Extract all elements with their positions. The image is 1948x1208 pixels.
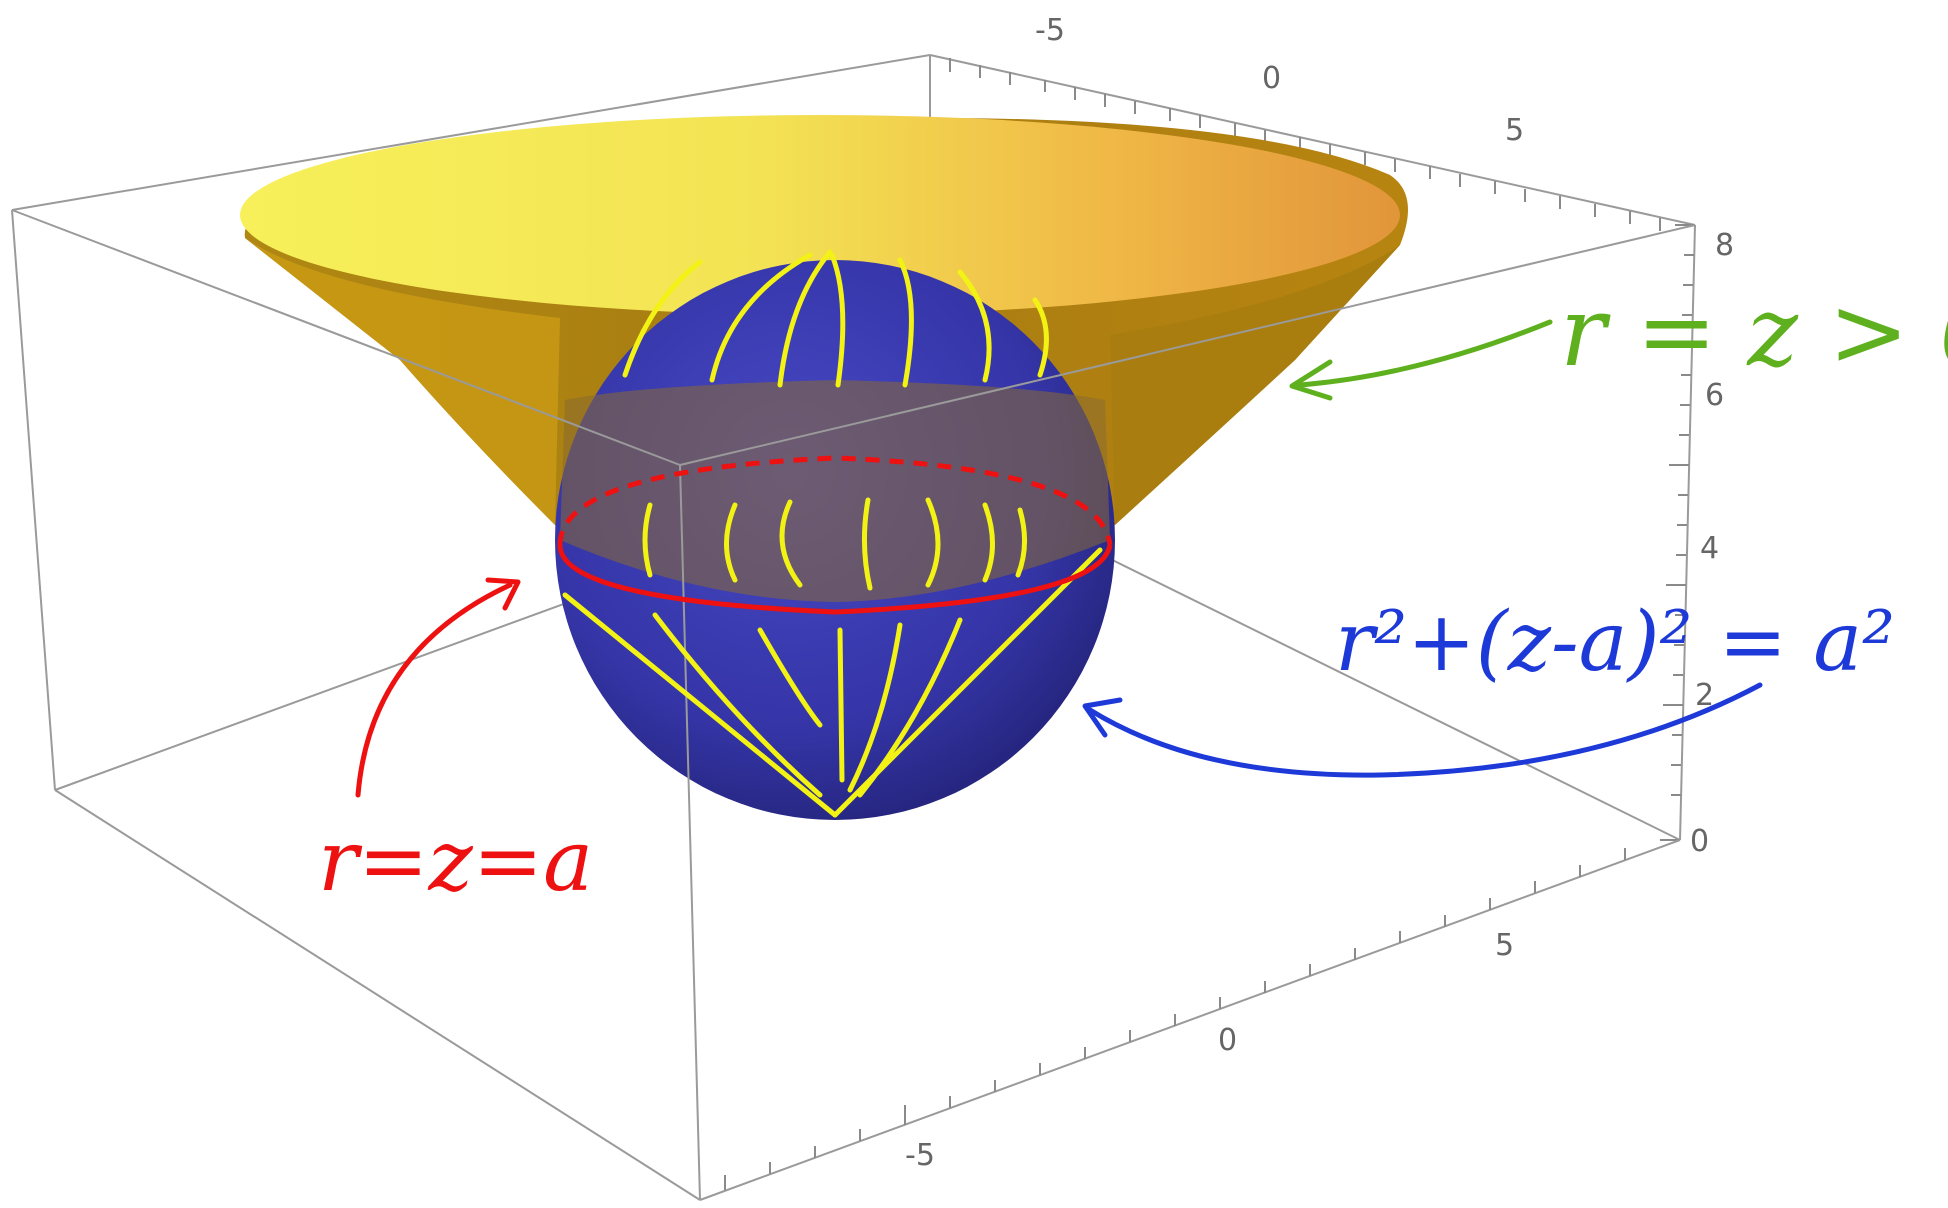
sphere-equation: r²+(z-a)² = a² (1335, 595, 1895, 690)
front-axis-ticks (724, 848, 1626, 1190)
back-tick-label: 5 (1505, 113, 1524, 148)
z-tick-label: 6 (1705, 378, 1724, 413)
intersection-arrow (355, 582, 513, 798)
back-tick-label: -5 (1035, 13, 1065, 48)
cone-annotation: r = z > 0 (1289, 276, 1948, 401)
intersection-annotation: r=z=a (318, 577, 593, 910)
front-tick-label: -5 (905, 1138, 935, 1173)
sphere-surface (555, 260, 1115, 820)
z-axis (1660, 224, 1696, 841)
front-tick-label: 5 (1495, 928, 1514, 963)
z-tick-label: 2 (1695, 678, 1714, 713)
z-tick-label: 8 (1715, 228, 1734, 263)
intersection-equation: r=z=a (318, 812, 593, 910)
back-axis-ticks (949, 58, 1661, 231)
cone-equation: r = z > 0 (1560, 276, 1948, 388)
meridian-strokes (562, 249, 1103, 818)
front-tick-label: 0 (1218, 1023, 1237, 1058)
sphere-annotation: r²+(z-a)² = a² (1082, 595, 1895, 778)
z-tick-label: 4 (1700, 531, 1719, 566)
back-tick-label: 0 (1262, 61, 1281, 96)
cone-arrow-head (1289, 359, 1333, 401)
cone-arrow (1297, 319, 1553, 388)
sphere-arrow (1087, 682, 1763, 778)
sphere-arrow-head (1082, 697, 1123, 738)
intersection-arrow-head (485, 577, 521, 611)
intersection-circle (557, 455, 1113, 615)
z-tick-label: 0 (1690, 824, 1709, 859)
bounding-box-front (11, 209, 1696, 1201)
